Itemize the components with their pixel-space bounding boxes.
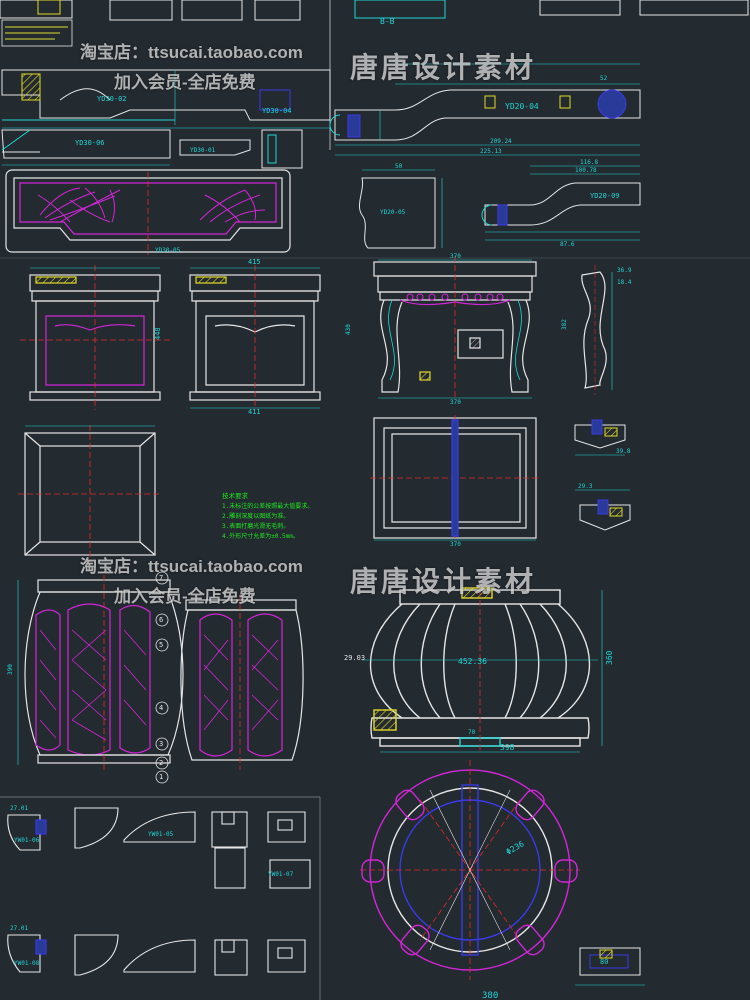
callout-3: 3	[159, 740, 163, 748]
note-line: 2.雕刻深度以图纸为准。	[222, 512, 289, 520]
part-profile-yd20-09	[481, 165, 641, 241]
dim-116-8: 116.8	[580, 159, 598, 166]
stand-cabriole-plan-view	[370, 415, 540, 542]
drum-stool-large-view	[362, 582, 603, 753]
part-label-yd30-06: YD30-06	[75, 139, 105, 147]
scroll-carving-row	[406, 293, 504, 301]
watermark-member-note: 加入会员-全店免费	[114, 587, 256, 606]
round-top-plan-view	[360, 760, 580, 980]
dim-87-6: 87.6	[560, 241, 575, 248]
callout-6: 6	[159, 616, 163, 624]
part-label-yd30-02: YD30-02	[97, 95, 127, 103]
dim-209-24: 209.24	[490, 138, 512, 145]
leg-profile-detail	[581, 265, 613, 395]
dim-448: 448	[154, 327, 162, 340]
note-line: 1.未标注的公差按照最大值要求。	[222, 502, 313, 510]
part-label-yw01-05: YW01-05	[148, 831, 174, 838]
carving-leaves-left	[37, 187, 121, 223]
dim-100-78: 100.78	[575, 167, 597, 174]
dim-411: 411	[248, 408, 261, 416]
dim-36-9: 36.9	[617, 267, 632, 274]
notes-small-block	[1, 19, 73, 47]
watermark-member-note: 加入会员-全店免费	[114, 73, 256, 92]
dim-415: 415	[248, 258, 261, 266]
stand-side-view	[189, 265, 321, 410]
carved-panel-yd30-05	[5, 169, 291, 255]
dim-27-01: 27.01	[10, 925, 28, 932]
watermark-brand: 唐唐设计素材	[350, 566, 537, 597]
dim-50: 50	[395, 163, 403, 170]
notes-title: 技术要求	[222, 491, 249, 500]
carving-texture-side	[203, 634, 279, 731]
stand-plan-view	[18, 425, 162, 562]
drum-stool-front-view	[17, 575, 184, 770]
yw01-parts-row-1	[7, 807, 311, 889]
note-line: 4.外形尺寸允差为±0.5mm。	[222, 532, 299, 540]
part-yd30-06	[1, 129, 171, 166]
part-label-yd20-09: YD20-09	[590, 192, 620, 200]
yw01-parts-row-2	[7, 934, 306, 976]
dim-225-13: 225.13	[480, 148, 502, 155]
dim-29-03: 29.03	[344, 654, 365, 662]
dim-380: 380	[482, 991, 498, 1000]
callout-7: 7	[159, 574, 163, 582]
dim-29-3: 29.3	[578, 483, 593, 490]
stand-front-view	[20, 265, 170, 410]
part-yd20-05	[358, 169, 443, 249]
dim-370: 370	[450, 253, 461, 260]
part-label-yd30-05: YD30-05	[155, 247, 181, 254]
callout-4: 4	[159, 704, 163, 712]
carving-texture-front	[39, 629, 147, 741]
dim-52: 52	[600, 75, 608, 82]
part-profile-yd30-02	[1, 69, 331, 129]
dim-430: 430	[345, 324, 352, 335]
callout-5: 5	[159, 641, 163, 649]
part-yd30-01	[179, 129, 303, 169]
callout-balloons	[155, 571, 169, 784]
dim-80: 80	[600, 958, 608, 966]
round-top-feet	[361, 789, 578, 956]
note-line: 3.表面打磨光滑无毛刺。	[222, 522, 289, 530]
dim-370: 370	[450, 541, 461, 548]
callout-2: 2	[159, 759, 163, 767]
watermark-shop-url: 淘宝店：ttsucai.taobao.com	[80, 43, 303, 62]
stand-cabriole-front-view	[373, 256, 537, 400]
carving-leaves-right	[199, 189, 266, 223]
dim-360: 360	[605, 650, 614, 665]
technical-notes: 技术要求 1.未标注的公差按照最大值要求。 2.雕刻深度以图纸为准。 3.表面打…	[222, 491, 313, 540]
dim-39-8: 39.8	[616, 448, 631, 455]
dim-370: 370	[450, 399, 461, 406]
part-label-yd20-05: YD20-05	[380, 209, 406, 216]
joint-detail-2	[575, 489, 631, 531]
drum-stool-side-view	[180, 595, 304, 770]
watermark-brand: 唐唐设计素材	[350, 52, 537, 83]
dim-452-36: 452.36	[458, 657, 487, 666]
part-profile-yd20-04	[329, 63, 641, 156]
callout-1: 1	[159, 773, 163, 781]
foot-detail	[575, 947, 645, 986]
dim-27-01: 27.01	[10, 805, 28, 812]
dim-390: 390	[7, 664, 14, 675]
watermark-shop-url: 淘宝店：ttsucai.taobao.com	[80, 557, 303, 576]
joint-detail-1	[574, 419, 626, 456]
part-label-yw01-07: YW01-07	[268, 871, 294, 878]
part-label-yd30-04: YD30-04	[262, 107, 292, 115]
dim-70: 70	[468, 729, 476, 736]
dim-382: 382	[561, 319, 568, 330]
part-label-yd20-04: YD20-04	[505, 102, 539, 111]
part-label-yd30-01: YD30-01	[190, 147, 216, 154]
part-label-yw01-06: YW01-06	[14, 837, 40, 844]
dim-18-4: 18.4	[617, 279, 632, 286]
dim-diameter-236: Φ236	[505, 839, 526, 857]
section-label: B-B	[380, 17, 395, 26]
dim-398: 398	[500, 743, 515, 752]
part-label-yw01-08: YW01-08	[14, 960, 40, 967]
